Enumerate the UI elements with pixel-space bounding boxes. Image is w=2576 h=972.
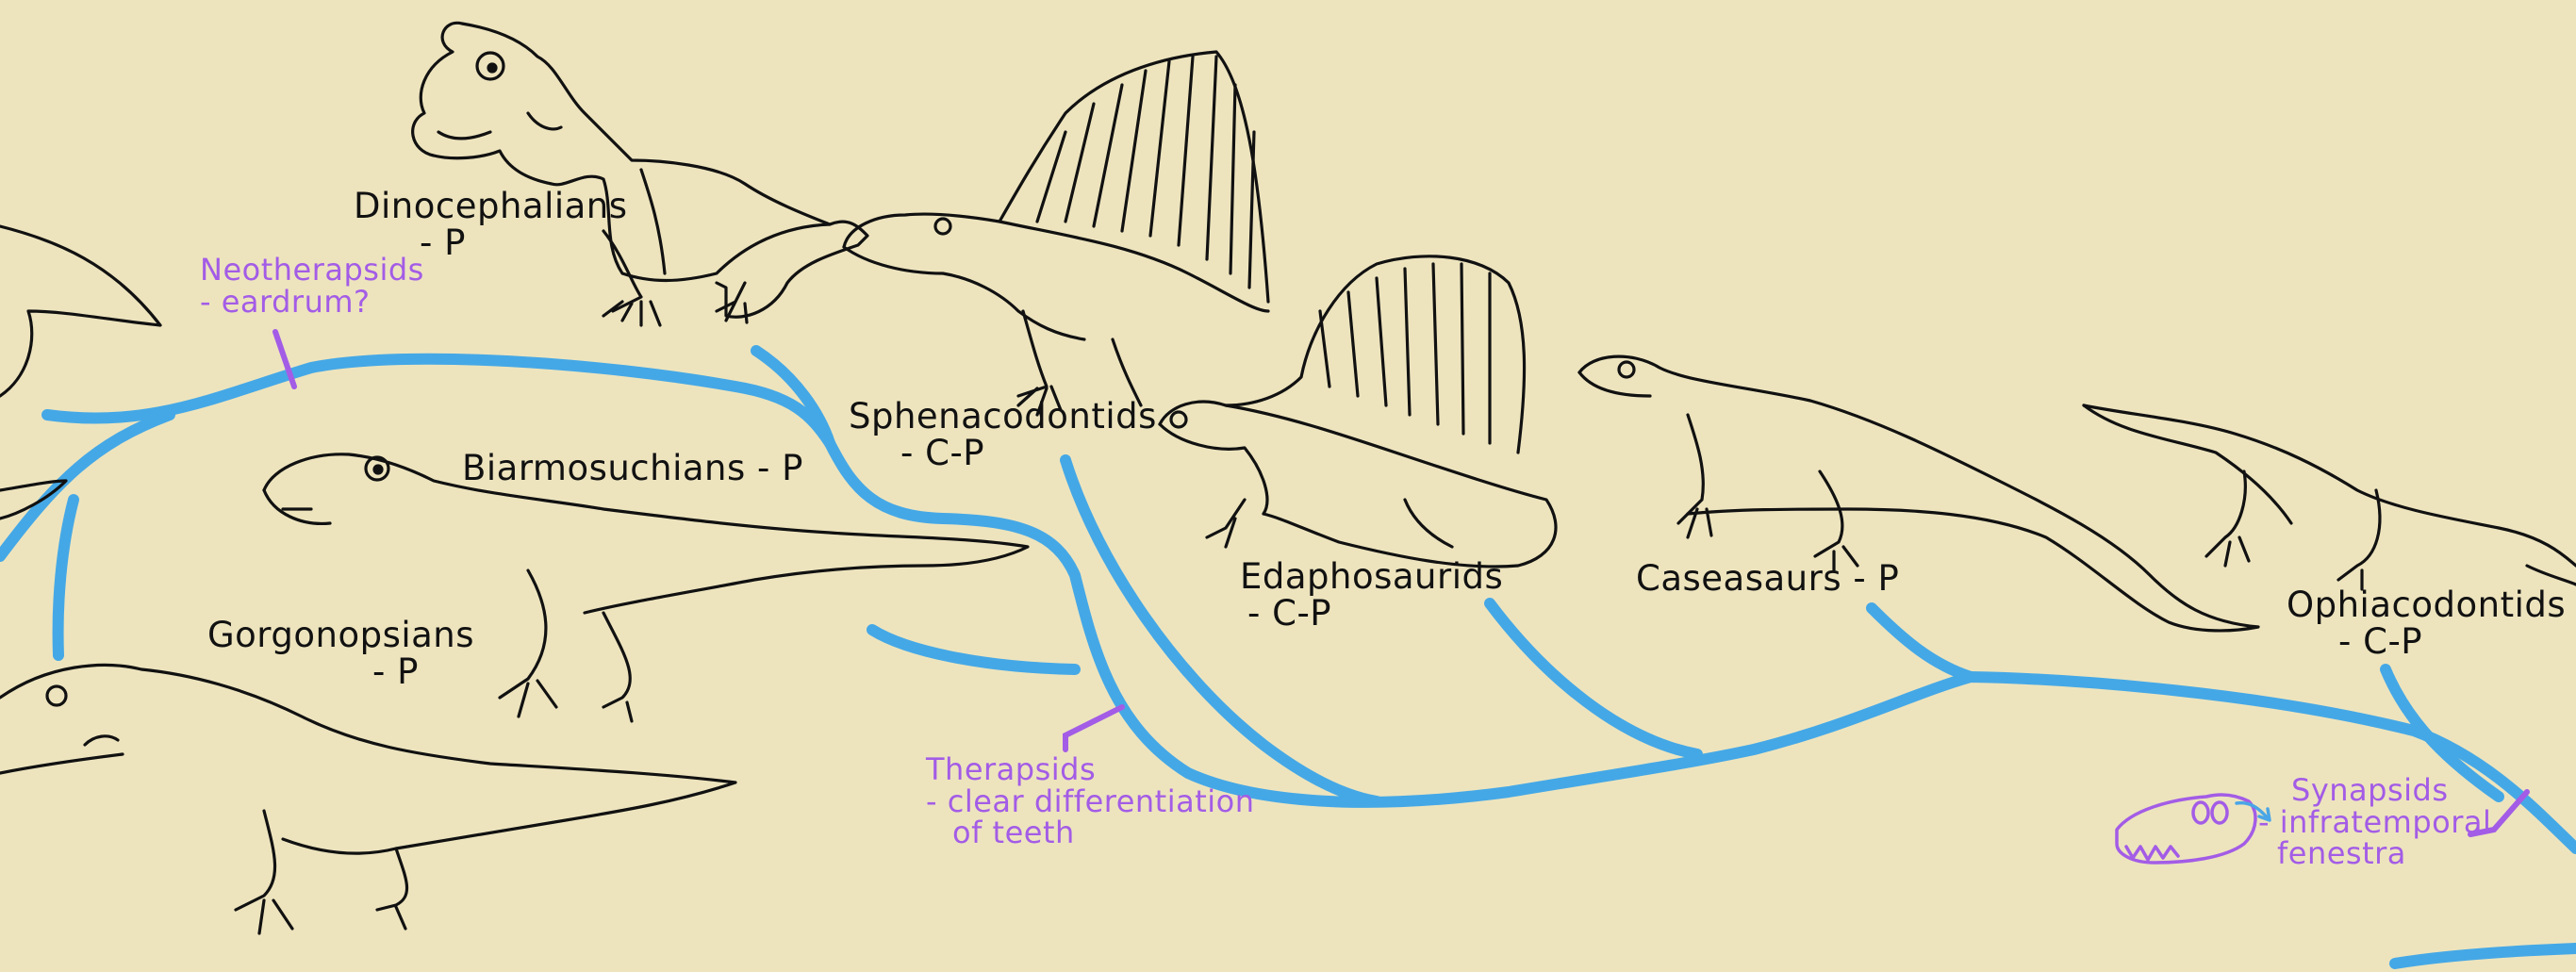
sphenacodontid-drawing [844,52,1268,415]
label-gorgonopsians: Gorgonopsians - P [207,618,474,691]
label-neotherapsids: Neotherapsids - eardrum? [200,255,424,318]
branch-biarmosuchians [872,630,1075,669]
sphenacodontids-name: Sphenacodontids [849,399,1157,436]
partial-therapsid-far-left [0,226,160,519]
neotherapsids-name: Neotherapsids [200,255,424,287]
edaphosaurid-drawing [1160,256,1556,567]
ophiacodontids-range: - C-P [2287,624,2566,661]
therapsids-trait-1: - clear differentiation [926,786,1255,818]
therapsids-name: Therapsids [926,754,1255,786]
label-biarmosuchians: Biarmosuchians - P [462,451,803,487]
label-caseasaurs: Caseasaurs - P [1636,561,1899,598]
gorgonopsians-range: - P [207,654,474,691]
caseasaurs-name: Caseasaurs - P [1636,561,1899,598]
gorgonopsians-name: Gorgonopsians [207,618,474,654]
dinocephalians-name: Dinocephalians [354,189,628,225]
synapsids-name: Synapsids [2258,775,2491,807]
sphenacodontids-range: - C-P [849,436,1157,472]
ophiacodontids-name: Ophiacodontids [2287,587,2566,624]
biarmosuchians-name: Biarmosuchians - P [462,451,803,487]
branch-bottom-right [2395,948,2576,964]
synapsid-skull-icon [2117,795,2255,863]
label-edaphosaurids: Edaphosaurids - C-P [1240,559,1503,633]
dinocephalian-drawing [413,23,867,325]
label-sphenacodontids: Sphenacodontids - C-P [849,399,1157,472]
branch-caseasaurs [1872,608,1971,677]
label-therapsids: Therapsids - clear differentiation of te… [926,754,1255,849]
synapsids-trait-1: - infratemporal [2258,807,2491,839]
label-ophiacodontids: Ophiacodontids - C-P [2287,587,2566,661]
synapsids-trait-2: fenestra [2258,838,2491,870]
branch-gorgonopsians [58,500,74,655]
tick-therapsids [1065,707,1122,750]
label-synapsids: Synapsids - infratemporal fenestra [2258,775,2491,870]
edaphosaurids-range: - C-P [1240,596,1503,633]
ophiacodontid-drawing [2084,405,2576,589]
gorgonopsian-drawing [0,665,735,933]
therapsids-trait-2: of teeth [926,817,1255,849]
edaphosaurids-name: Edaphosaurids [1240,559,1503,596]
branch-edaphosaurids [1490,603,1697,754]
neotherapsids-trait: - eardrum? [200,287,424,319]
